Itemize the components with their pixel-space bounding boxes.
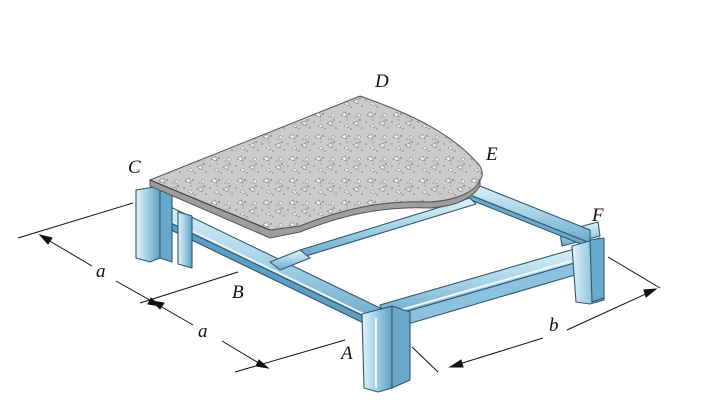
steel-frame [135, 181, 605, 393]
column-B [177, 211, 193, 269]
dimension-lines [17, 202, 661, 373]
beam-E-F [469, 181, 591, 244]
slab-edge-line [149, 179, 271, 231]
label-point-D: D [375, 71, 389, 92]
concrete-slab [148, 95, 483, 239]
label-point-C: C [128, 157, 141, 178]
label-point-A: A [341, 343, 353, 364]
dimension-label-a-lower: a [198, 321, 208, 342]
beam-B [269, 249, 311, 271]
dimension-label-b: b [549, 315, 559, 336]
column-C [135, 185, 161, 263]
dimension-label-a-upper: a [96, 261, 106, 282]
label-point-F: F [592, 205, 604, 226]
label-point-B: B [232, 282, 244, 303]
label-point-E: E [486, 144, 498, 165]
